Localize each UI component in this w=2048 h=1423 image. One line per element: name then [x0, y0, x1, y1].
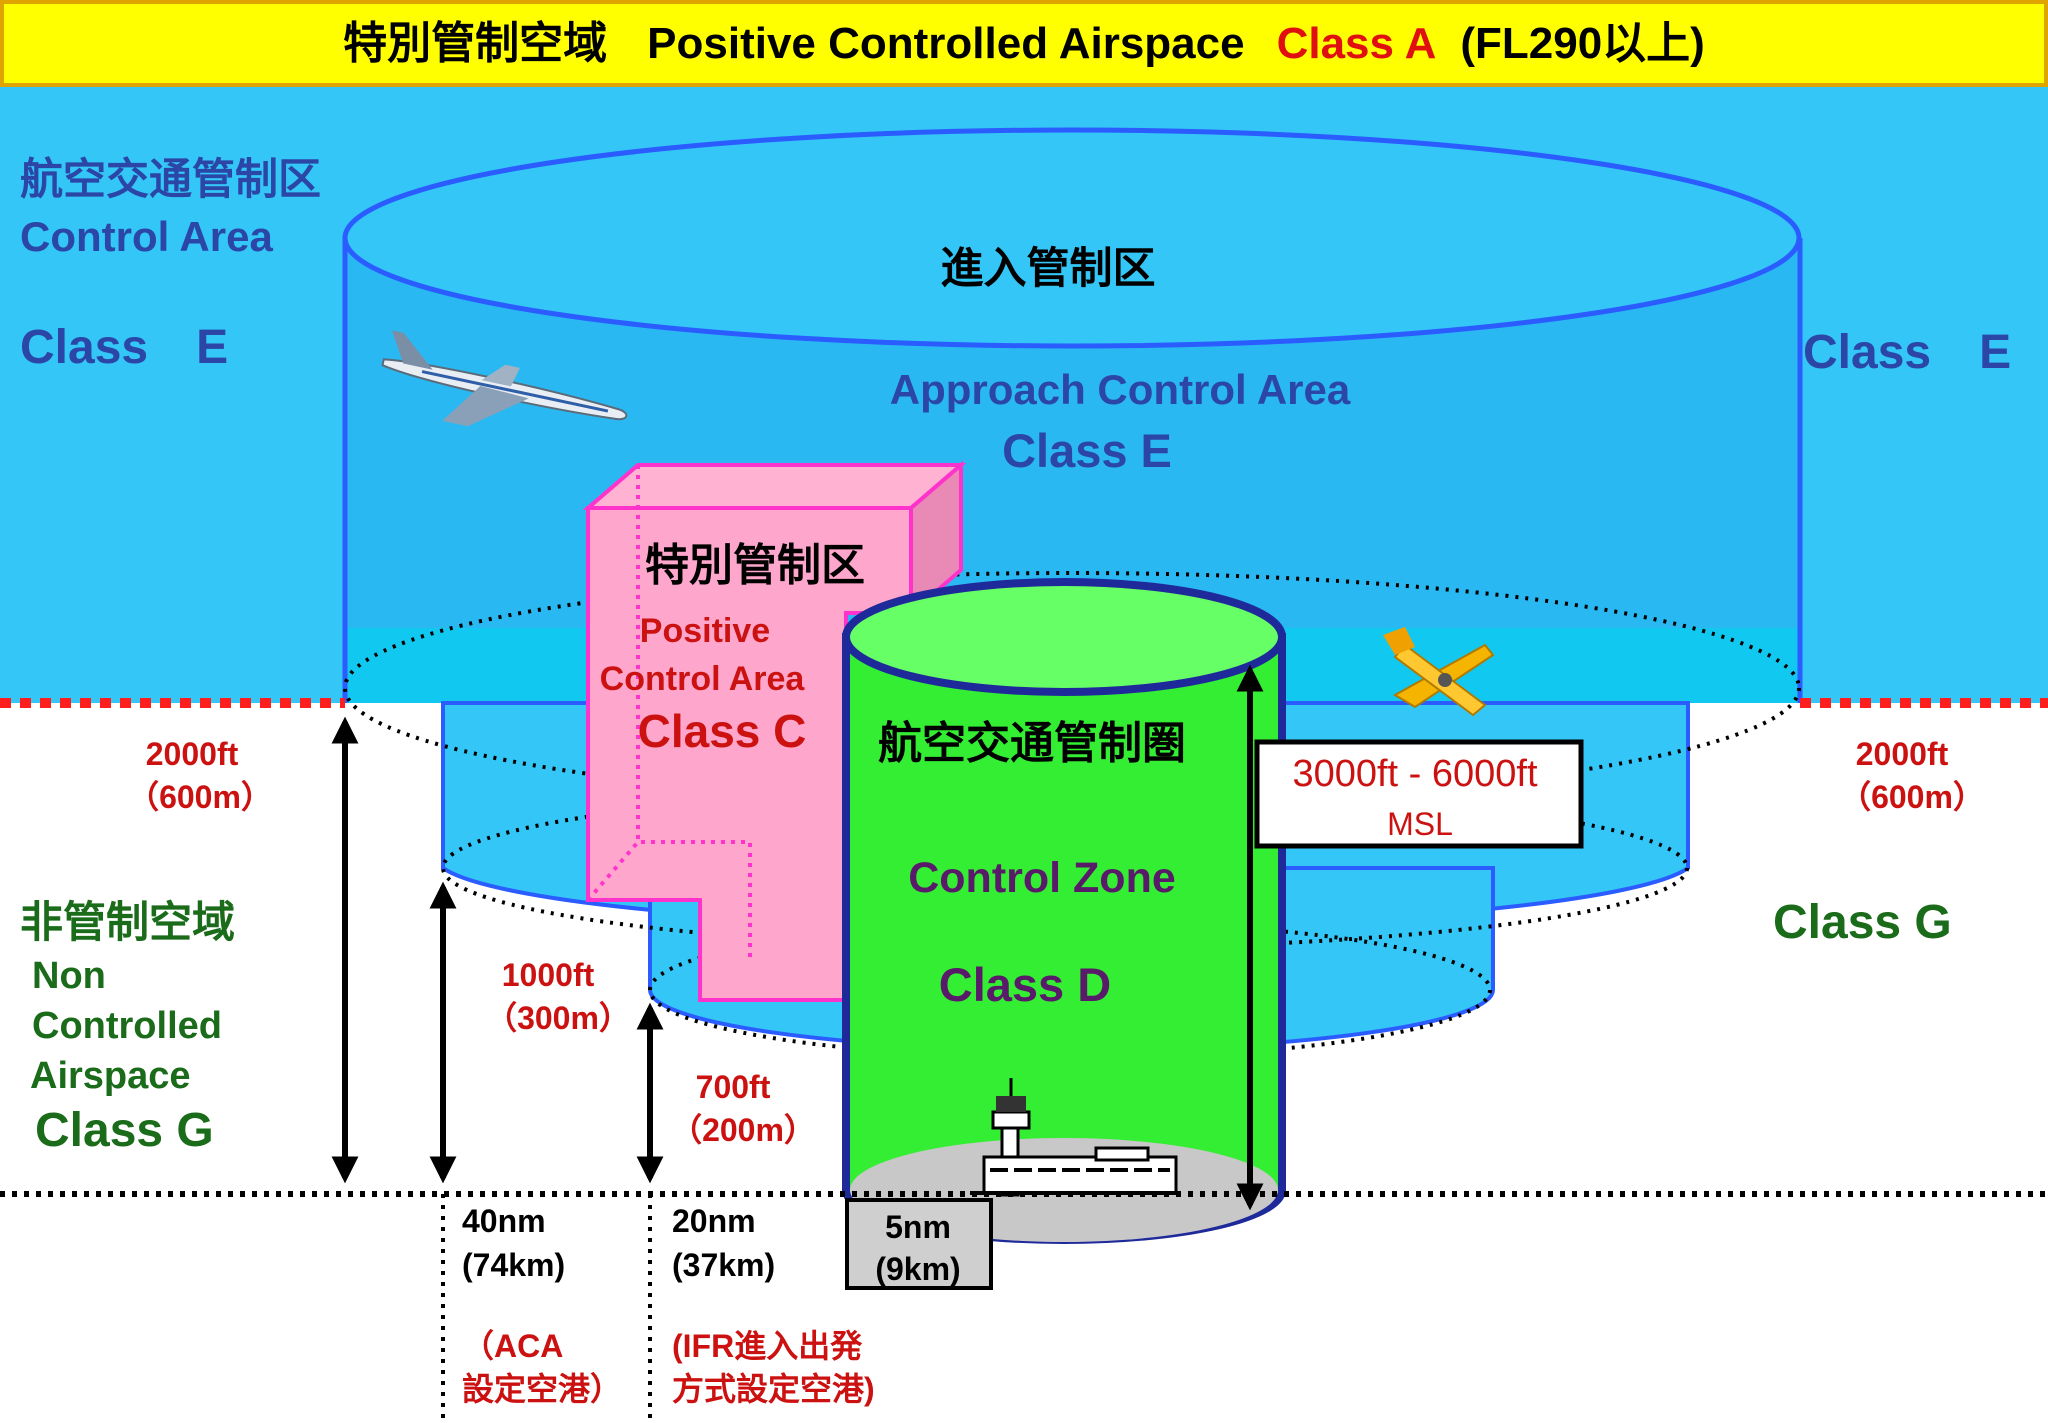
positive-box-top: [582, 463, 967, 510]
non-controlled-jp: 非管制空域: [20, 899, 235, 947]
header-title: 特別管制空域 Positive Controlled Airspace Class …: [343, 19, 1705, 68]
dist-20nm-note1: (IFR進入出発: [672, 1328, 863, 1364]
dist-5nm: 5nm: [885, 1209, 951, 1245]
height-range: 3000ft - 6000ft: [1292, 753, 1538, 795]
control-tower-icon: [970, 1078, 1180, 1197]
alt-700-m: （200m）: [670, 1112, 816, 1148]
header-en: Positive Controlled Airspace: [647, 19, 1244, 68]
positive-box-hidden-edges-2: [586, 840, 640, 902]
non-controlled-class-left: Class G: [35, 1104, 214, 1157]
height-box: [1254, 739, 1584, 849]
positive-area-en2: Control Area: [600, 660, 806, 698]
positive-box-hidden-edges: [636, 465, 752, 958]
alt-1000-m: （300m）: [485, 1000, 631, 1036]
control-zone-top: [842, 578, 1286, 696]
alt-2000-left-m: （600m）: [127, 779, 273, 815]
header-class: Class A: [1277, 19, 1437, 68]
dotted-ellipse-700: [648, 920, 1492, 1060]
header-jp: 特別管制空域: [343, 19, 607, 68]
control-area-class-left: Class E: [20, 321, 228, 374]
non-controlled-en1: Non: [32, 955, 106, 997]
dist-5nm-box: [845, 1198, 993, 1290]
dist-5nm-km: (9km): [875, 1251, 960, 1287]
control-area-class-right: Class E: [1803, 326, 2011, 379]
dist-20nm-km: (37km): [672, 1247, 775, 1283]
control-area-en: Control Area: [20, 213, 273, 260]
non-controlled-class-right: Class G: [1773, 896, 1952, 949]
alt-1000: 1000ft: [502, 957, 595, 993]
non-controlled-en2: Controlled: [32, 1005, 222, 1047]
header-fl: (FL290以上): [1460, 19, 1704, 68]
airliner-icon: [381, 330, 628, 427]
small-plane-icon: [1383, 627, 1495, 717]
header-banner: [0, 0, 2048, 87]
control-area-jp: 航空交通管制区: [20, 156, 321, 204]
dist-40nm-note1: （ACA: [462, 1328, 563, 1364]
positive-control-box: [582, 460, 967, 1002]
control-zone-en: Control Zone: [908, 854, 1176, 902]
alt-700: 700ft: [696, 1069, 771, 1105]
control-zone-class: Class D: [939, 958, 1111, 1011]
dist-20nm-note2: 方式設定空港): [672, 1371, 875, 1407]
dist-20nm: 20nm: [672, 1203, 756, 1239]
dist-40nm: 40nm: [462, 1203, 546, 1239]
dist-40nm-km: (74km): [462, 1247, 565, 1283]
alt-2000-right: 2000ft: [1856, 736, 1949, 772]
positive-area-class: Class C: [638, 705, 807, 757]
alt-2000-left: 2000ft: [146, 736, 239, 772]
approach-area-jp: 進入管制区: [941, 245, 1156, 293]
approach-area-en: Approach Control Area: [890, 366, 1351, 413]
approach-area-class: Class E: [1002, 424, 1172, 477]
control-zone-jp: 航空交通管制圏: [878, 719, 1186, 768]
alt-2000-right-m: （600m）: [1839, 779, 1985, 815]
non-controlled-en3: Airspace: [30, 1055, 191, 1097]
height-msl: MSL: [1387, 806, 1453, 842]
approach-cylinder-top: [342, 127, 1802, 349]
positive-area-jp: 特別管制区: [645, 541, 865, 590]
dist-40nm-note2: 設定空港）: [462, 1371, 622, 1407]
positive-area-en1: Positive: [640, 612, 770, 650]
